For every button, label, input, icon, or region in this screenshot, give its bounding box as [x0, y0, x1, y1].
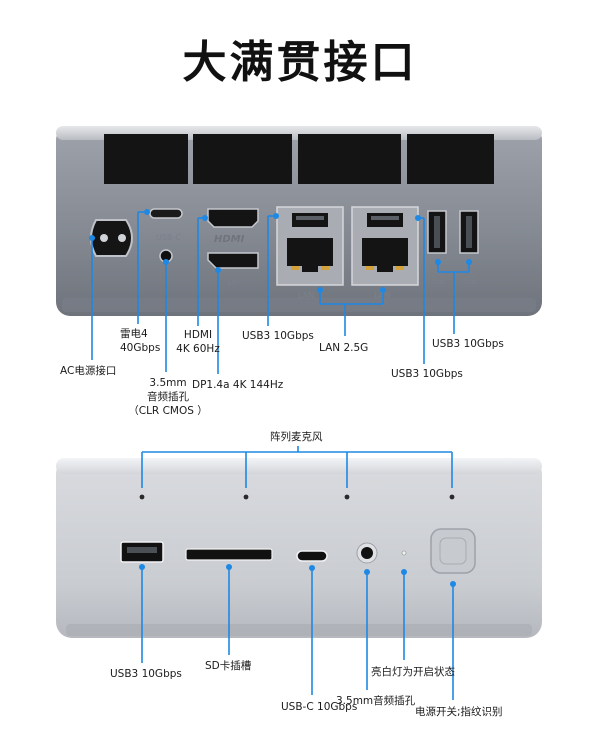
hdmi-port-icon: [207, 208, 259, 228]
lan-usb-stack-2: [351, 206, 419, 286]
ac-inlet-icon: [90, 219, 133, 257]
front-callout-dots: [139, 564, 456, 587]
label-front-usb-c: USB-C 10Gbps: [281, 701, 358, 713]
hdmi-mark: HDMI: [214, 234, 245, 245]
lan-usb-stack-1: [276, 206, 344, 286]
rear-callout-dots: [89, 209, 472, 293]
page-title: 大满贯接口: [182, 37, 418, 88]
mic-hole-icon: [344, 494, 350, 500]
label-usb3-mid: USB3 10Gbps: [391, 368, 463, 380]
label-lan: LAN 2.5G: [319, 342, 369, 354]
audio-jack-icon: [361, 547, 373, 559]
label-audio-jack: 3.5mm 音频插孔 （CLR CMOS ）: [128, 377, 208, 417]
vent-grille: [104, 134, 188, 184]
label-power-fingerprint: 电源开关;指纹识别: [415, 706, 503, 718]
mic-hole-icon: [139, 494, 145, 500]
sd-slot-icon: [185, 548, 273, 561]
usb-mark: USB: [428, 277, 444, 286]
label-hdmi: HDMI 4K 60Hz: [176, 329, 220, 355]
lan-mark: LAN: [298, 291, 314, 300]
label-led: 亮白灯为开启状态: [371, 666, 455, 678]
rear-callout-lines: [91, 211, 470, 374]
label-usb3-left: USB3 10Gbps: [242, 330, 314, 342]
mic-hole-icon: [449, 494, 455, 500]
usb-c-port-icon: [296, 550, 328, 562]
rear-device: USB-C ♫ HDMI DP LAN LAN: [56, 126, 542, 316]
thunderbolt-port-icon: [149, 208, 183, 219]
displayport-icon: [207, 252, 259, 269]
label-mic-array: 阵列麦克风: [270, 431, 323, 443]
label-ac-power: AC电源接口: [60, 365, 117, 377]
vent-grille: [193, 134, 292, 184]
usb-mark: USB: [460, 277, 476, 286]
vent-grille: [298, 134, 401, 184]
label-dp: DP1.4a 4K 144Hz: [192, 379, 284, 391]
vent-grille: [407, 134, 494, 184]
svg-text:♫: ♫: [161, 276, 168, 285]
label-usb3-right: USB3 10Gbps: [432, 338, 504, 350]
front-device: [56, 458, 542, 638]
front-callout-lines: [141, 446, 454, 700]
label-thunderbolt: 雷电4 40Gbps: [120, 328, 161, 354]
label-sd-slot: SD卡插槽: [205, 660, 252, 672]
mic-hole-icon: [243, 494, 249, 500]
usb-c-mark: USB-C: [156, 233, 181, 242]
lan-mark: LAN: [374, 291, 390, 300]
dp-mark: DP: [228, 278, 239, 287]
power-fingerprint-button-icon: [430, 528, 476, 574]
label-front-audio: 3.5mm音频插孔: [336, 695, 416, 707]
label-front-usb3: USB3 10Gbps: [110, 668, 182, 680]
status-led-icon: [401, 550, 407, 556]
